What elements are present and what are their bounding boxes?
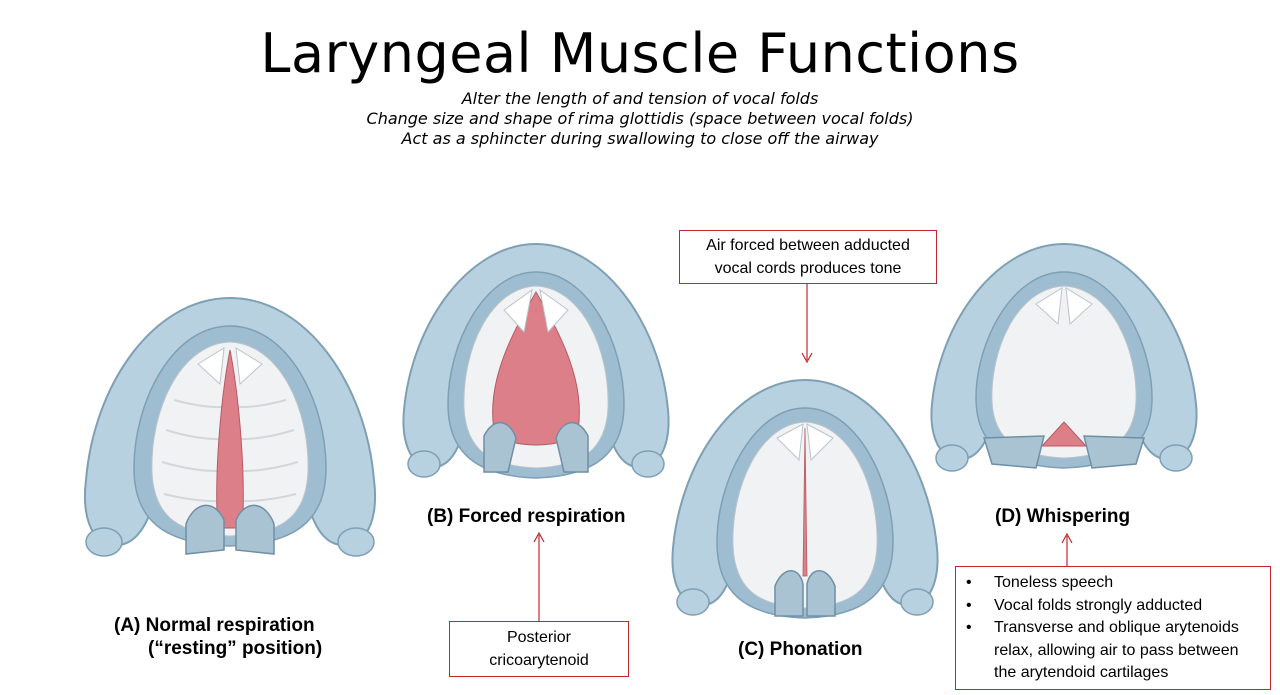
caption-forced-respiration: (B) Forced respiration xyxy=(427,506,626,527)
callout-whispering: Toneless speech Vocal folds strongly add… xyxy=(955,566,1271,690)
bullet-arytenoids-relax: Transverse and oblique arytenoids relax,… xyxy=(962,617,1264,685)
larynx-illustration-whispering xyxy=(930,242,1198,472)
larynx-illustration-phonation xyxy=(671,378,939,619)
callout-forced-line-1: Posterior xyxy=(506,629,572,646)
bullet-toneless-speech: Toneless speech xyxy=(962,572,1264,595)
bullet-vocal-folds-adducted: Vocal folds strongly adducted xyxy=(962,595,1264,618)
subtitle-line-1: Alter the length of and tension of vocal… xyxy=(461,89,819,108)
callout-phonation-line-1: Air forced between adducted xyxy=(706,237,910,254)
subtitle-line-2: Change size and shape of rima glottidis … xyxy=(366,109,914,128)
larynx-illustration-forced-respiration xyxy=(402,242,670,479)
callout-phonation-line-2: vocal cords produces tone xyxy=(714,260,902,277)
callout-phonation: Air forced between adducted vocal cords … xyxy=(679,230,937,284)
page-title: Laryngeal Muscle Functions xyxy=(260,22,1020,85)
caption-resting-position: (“resting” position) xyxy=(148,638,323,659)
callout-posterior-cricoarytenoid: Posterior cricoarytenoid xyxy=(449,621,629,677)
caption-whispering: (D) Whispering xyxy=(995,506,1131,527)
subtitle-line-3: Act as a sphincter during swallowing to … xyxy=(401,129,879,148)
caption-normal-respiration: (A) Normal respiration xyxy=(114,615,315,636)
callout-forced-line-2: cricoarytenoid xyxy=(489,652,589,669)
caption-phonation: (C) Phonation xyxy=(738,639,863,660)
larynx-illustration-normal-respiration xyxy=(83,296,377,557)
